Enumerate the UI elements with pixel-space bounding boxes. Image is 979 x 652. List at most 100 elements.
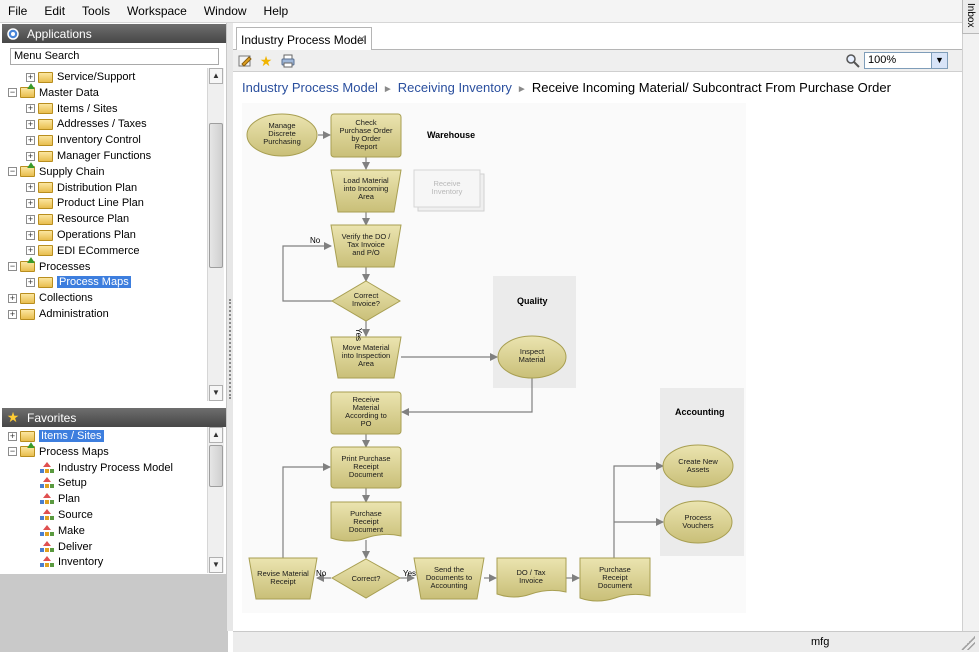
scroll-down-button[interactable]: ▼ (209, 385, 223, 401)
expand-icon[interactable]: + (26, 229, 35, 240)
move-material-node[interactable] (330, 336, 402, 379)
collapse-icon[interactable]: − (8, 87, 17, 98)
expand-icon[interactable]: + (26, 276, 35, 287)
tree-item[interactable]: +EDI ECommerce (26, 243, 140, 259)
tree-item[interactable]: −Process Maps (8, 444, 109, 460)
correct-label: Correct? (352, 574, 381, 583)
zoom-select[interactable]: 100% ▼ (864, 52, 948, 69)
tree-item[interactable]: +Operations Plan (26, 227, 136, 243)
expand-icon[interactable]: + (8, 430, 17, 441)
favorite-star-icon[interactable]: ★ (259, 53, 273, 69)
tree-item-label: Service/Support (57, 71, 136, 83)
expand-icon[interactable]: + (26, 150, 35, 161)
send-documents-node[interactable] (413, 557, 485, 600)
chevron-down-icon[interactable]: ▼ (931, 53, 947, 68)
zoom-icon[interactable] (845, 53, 861, 69)
tree-item[interactable]: + Service/Support (26, 69, 135, 85)
menu-file[interactable]: File (8, 4, 28, 18)
process-vouchers-node[interactable] (663, 500, 733, 544)
scroll-down-button[interactable]: ▼ (209, 557, 223, 573)
inspect-material-node[interactable] (497, 335, 567, 379)
menu-search-input[interactable]: Menu Search (10, 48, 219, 65)
tree-item-label: Addresses / Taxes (57, 118, 147, 131)
tree-item[interactable]: +Inventory Control (26, 132, 141, 148)
expand-icon[interactable]: + (26, 182, 35, 193)
scroll-up-button[interactable]: ▲ (209, 427, 223, 443)
tab-industry-process-model[interactable]: Industry Process Model × (236, 27, 372, 51)
menu-window[interactable]: Window (203, 4, 247, 18)
verify-do-node[interactable] (330, 224, 402, 268)
expand-icon[interactable]: + (26, 118, 35, 129)
expand-icon[interactable]: + (26, 197, 35, 208)
tree-item[interactable]: +Administration (8, 306, 109, 322)
menu-tools[interactable]: Tools (82, 4, 111, 18)
purchase-receipt-doc2-node[interactable] (579, 557, 651, 602)
tree-item[interactable]: +Process Maps (26, 274, 131, 290)
tree-item[interactable]: Make (26, 523, 85, 539)
tree-item[interactable]: Setup (26, 475, 87, 491)
tree-item[interactable]: +Distribution Plan (26, 180, 137, 196)
panel-splitter[interactable] (226, 23, 233, 631)
correct-invoice-decision[interactable] (331, 280, 401, 322)
tree-item[interactable]: + Addresses / Taxes (26, 116, 147, 132)
scroll-up-button[interactable]: ▲ (209, 68, 223, 84)
breadcrumb-receiving-inventory[interactable]: Receiving Inventory (397, 80, 512, 95)
do-tax-invoice-node[interactable] (496, 557, 567, 598)
menu-help[interactable]: Help (263, 4, 289, 18)
receive-material-node[interactable] (330, 391, 402, 435)
collapse-icon[interactable]: − (8, 166, 17, 177)
scroll-thumb[interactable] (209, 123, 223, 268)
expand-icon[interactable]: + (26, 245, 35, 256)
revise-receipt-node[interactable] (248, 557, 318, 600)
tree-item[interactable]: +Items / Sites (8, 428, 104, 444)
breadcrumb: Industry Process Model►Receiving Invento… (242, 80, 891, 95)
menu-workspace[interactable]: Workspace (127, 4, 187, 18)
scroll-thumb[interactable] (209, 445, 223, 487)
tree-item[interactable]: Inventory (26, 554, 103, 570)
favorites-scrollbar[interactable]: ▲ ▼ (207, 427, 224, 573)
tree-item[interactable]: −Master Data (8, 85, 99, 101)
print-icon[interactable] (280, 53, 296, 69)
tree-item[interactable]: +Manager Functions (26, 148, 151, 164)
load-material-node[interactable] (330, 169, 402, 213)
receive-inventory-node[interactable] (413, 169, 481, 208)
print-receipt-node[interactable] (330, 446, 402, 489)
expand-icon[interactable]: + (26, 103, 35, 114)
folder-icon (38, 150, 53, 162)
menu-edit[interactable]: Edit (44, 4, 66, 18)
expand-icon[interactable]: + (8, 292, 17, 303)
applications-scrollbar[interactable]: ▲ ▼ (207, 68, 224, 401)
tree-item[interactable]: Industry Process Model (26, 460, 173, 476)
tree-item[interactable]: Deliver (26, 539, 92, 555)
tree-item[interactable]: Plan (26, 491, 80, 507)
applications-header[interactable]: Applications (2, 24, 226, 43)
close-tab-icon[interactable]: × (357, 32, 365, 46)
collapse-icon[interactable]: − (8, 446, 17, 457)
purchase-receipt-doc-node[interactable] (330, 501, 402, 542)
tree-item[interactable]: −Processes (8, 259, 90, 275)
folder-icon (20, 261, 35, 273)
inbox-tab[interactable]: Inbox (962, 0, 979, 34)
tree-item[interactable]: +Resource Plan (26, 211, 129, 227)
collapse-icon[interactable]: − (8, 261, 17, 272)
favorites-header[interactable]: ★ Favorites (2, 408, 226, 427)
edit-icon[interactable] (237, 53, 253, 69)
create-assets-node[interactable] (662, 444, 734, 488)
tree-item[interactable]: +Product Line Plan (26, 195, 144, 211)
tree-item[interactable]: Source (26, 507, 93, 523)
tree-item[interactable]: +Items / Sites (26, 101, 118, 117)
expand-icon[interactable]: + (26, 213, 35, 224)
resize-grip-icon[interactable] (961, 636, 975, 650)
check-po-node[interactable] (330, 113, 402, 158)
manage-purchasing-node[interactable] (246, 113, 318, 157)
tree-item[interactable]: −Supply Chain (8, 164, 104, 180)
expand-icon[interactable]: + (26, 134, 35, 145)
expand-icon[interactable]: + (26, 71, 35, 82)
correct-decision[interactable] (330, 558, 402, 599)
expand-icon[interactable]: + (8, 308, 17, 319)
tree-item[interactable]: +Collections (8, 290, 93, 306)
breadcrumb-industry-process-model[interactable]: Industry Process Model (242, 80, 378, 95)
